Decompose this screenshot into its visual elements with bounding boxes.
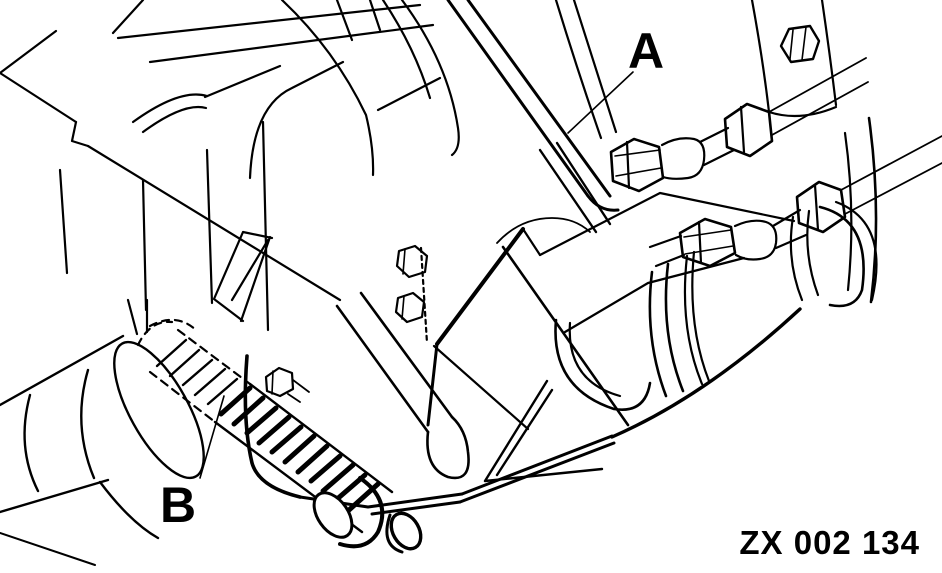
part-label-a: A [628,23,665,79]
release-lever [337,293,469,554]
spring-end-pin [306,486,359,544]
bracket-bolts [396,246,427,322]
figure-code: ZX 002 134 [739,524,920,561]
leader-line-a [568,72,633,133]
mount-cylinder [555,202,876,437]
diagonal-rod [448,0,618,232]
return-spring [138,320,392,546]
hex-bolt-top-right [781,26,819,62]
spring-coils-hidden [157,340,237,404]
bell-housing-curves [383,0,459,155]
hex-bolt-near-spring [266,368,309,402]
axle-shaft [0,329,221,565]
part-label-b: B [160,477,197,533]
engine-block [0,0,440,334]
hydraulic-pipe-a [556,0,868,191]
flange-right [752,0,876,302]
spring-end-hook [340,478,382,546]
leader-line-b [200,396,224,478]
